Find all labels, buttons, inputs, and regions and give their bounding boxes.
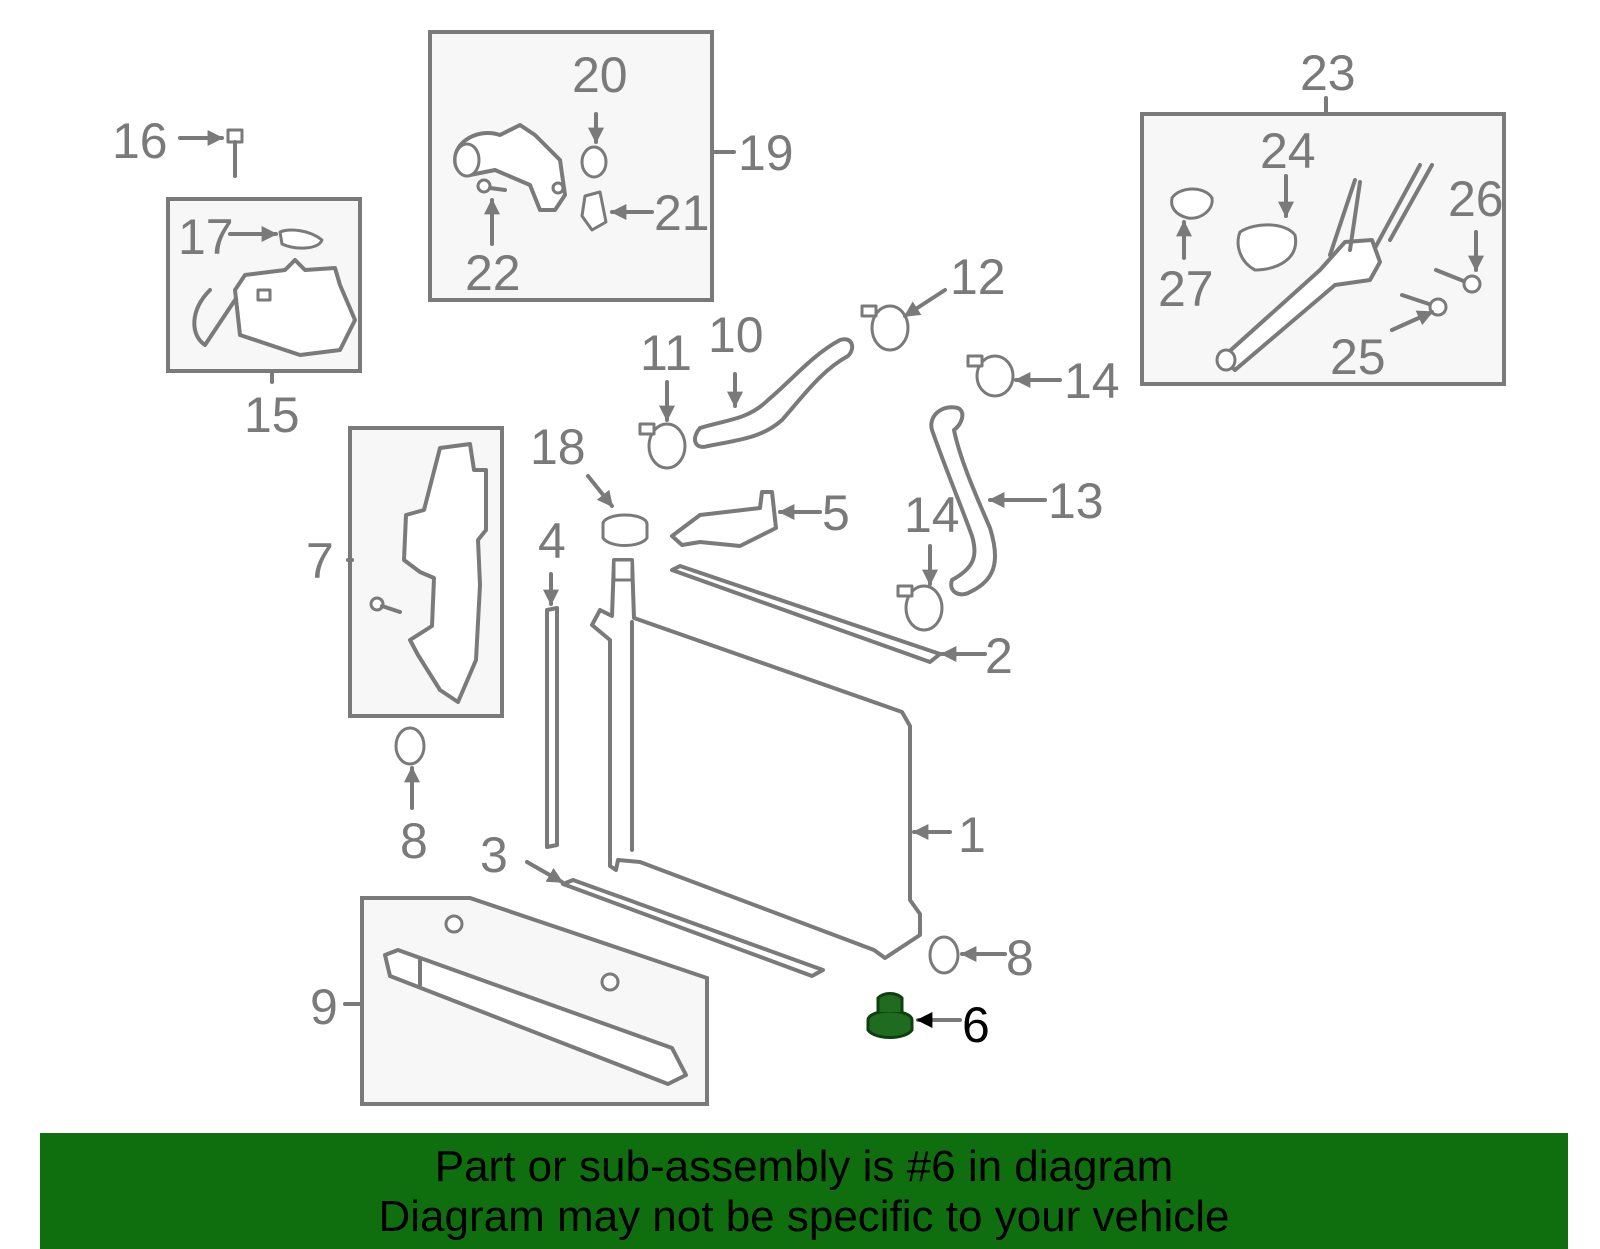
side-seal-part-4 <box>545 606 559 849</box>
thermostat-housing-part <box>453 123 567 212</box>
callout-8-upper: 8 <box>400 813 428 869</box>
group-box-23 <box>1140 112 1506 386</box>
callout-15: 15 <box>244 387 300 443</box>
callout-1: 1 <box>958 807 986 863</box>
gasket-part-24 <box>1236 223 1298 272</box>
callout-23: 23 <box>1300 45 1356 101</box>
callout-6: 6 <box>962 997 990 1053</box>
callout-3: 3 <box>480 827 508 883</box>
callout-18: 18 <box>530 419 586 475</box>
bolt-part-16 <box>226 128 244 178</box>
o-ring-part-8-lower <box>928 935 960 975</box>
callout-20: 20 <box>572 47 628 103</box>
o-ring-part-8-upper <box>394 726 426 766</box>
coolant-reservoir-part <box>192 258 357 357</box>
callout-4: 4 <box>538 513 566 569</box>
leader-lines <box>178 96 1484 1028</box>
air-guide-part-7 <box>402 442 488 704</box>
upper-hose-part-10 <box>692 337 855 449</box>
hose-clamp-part-14-upper <box>966 354 1015 398</box>
callout-19: 19 <box>738 125 794 181</box>
callout-13: 13 <box>1048 473 1104 529</box>
callout-22: 22 <box>465 245 521 301</box>
callout-10: 10 <box>708 307 764 363</box>
hose-clamp-part-14-lower <box>896 584 944 632</box>
callout-8-lower: 8 <box>1006 930 1034 986</box>
banner-line-1: Part or sub-assembly is #6 in diagram <box>434 1142 1174 1191</box>
callout-16: 16 <box>112 113 168 169</box>
callout-24: 24 <box>1260 123 1316 179</box>
callout-14-upper: 14 <box>1064 353 1120 409</box>
gasket-part-21 <box>580 190 608 232</box>
radiator-cap-part-18 <box>601 513 649 547</box>
gasket-part-20 <box>580 145 608 179</box>
hose-clamp-part-12 <box>860 304 910 352</box>
callout-17: 17 <box>178 209 234 265</box>
rubber-bushing-part-6 <box>866 992 914 1039</box>
clip-part-7 <box>369 596 402 614</box>
bolt-part-26 <box>1434 268 1482 294</box>
callout-2: 2 <box>985 628 1013 684</box>
callout-14-lower: 14 <box>904 487 960 543</box>
callout-5: 5 <box>822 485 850 541</box>
water-pipe-part-23 <box>1215 163 1434 372</box>
gasket-part-27 <box>1170 187 1214 220</box>
callout-21: 21 <box>654 185 710 241</box>
bolt-part-22 <box>476 178 507 194</box>
callout-12: 12 <box>950 249 1006 305</box>
cap-gasket-part-17 <box>278 228 324 250</box>
hose-clamp-part-11 <box>638 422 687 470</box>
bracket-part-5 <box>670 490 778 548</box>
lower-hose-part-13 <box>929 405 998 597</box>
callout-11: 11 <box>640 325 692 381</box>
callout-7: 7 <box>306 533 334 589</box>
lower-deflector-part-9 <box>383 914 688 1086</box>
callout-25: 25 <box>1330 329 1386 385</box>
callout-27: 27 <box>1158 261 1214 317</box>
radiator-part-1 <box>590 558 922 960</box>
lower-seal-part-3 <box>561 878 825 978</box>
callout-9: 9 <box>310 979 338 1035</box>
bolt-part-25 <box>1400 293 1448 317</box>
info-banner: Part or sub-assembly is #6 in diagram Di… <box>40 1133 1568 1249</box>
callout-26: 26 <box>1448 171 1504 227</box>
banner-line-2: Diagram may not be specific to your vehi… <box>378 1192 1230 1241</box>
